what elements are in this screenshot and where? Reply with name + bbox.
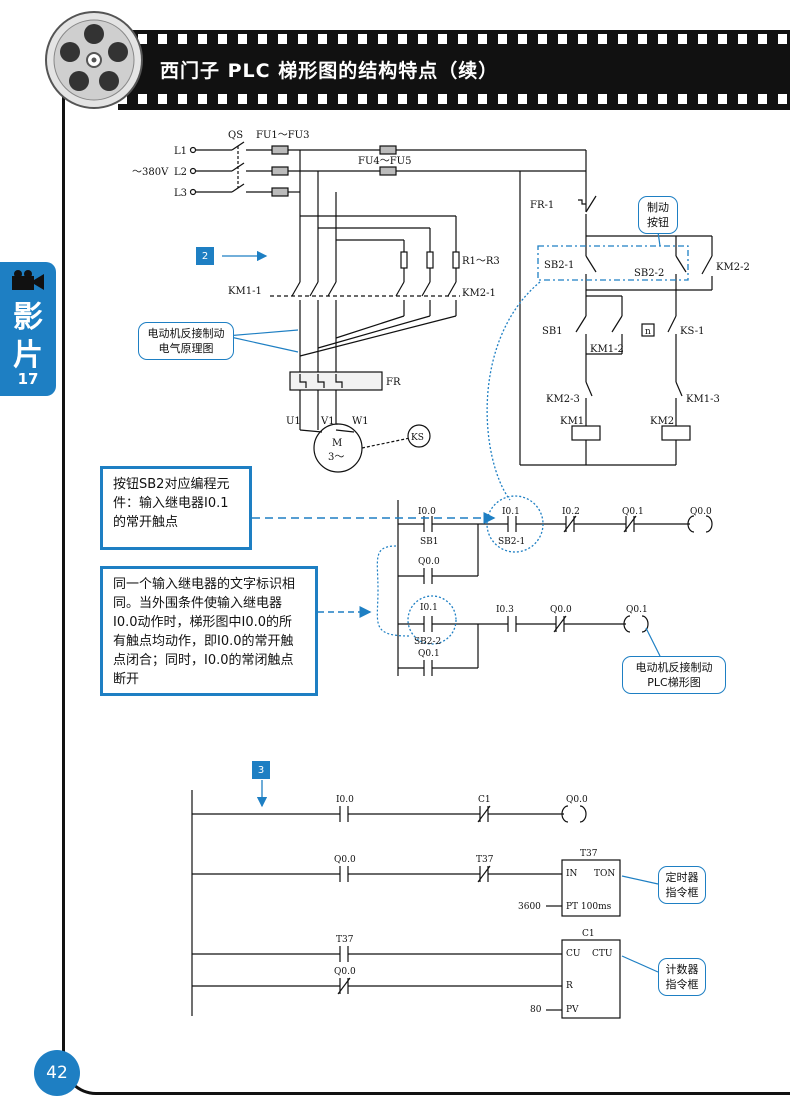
camera-icon bbox=[12, 270, 44, 290]
note-same-identifier: 同一个输入继电器的文字标识相同。当外围条件使输入继电器I0.0动作时，梯形图中I… bbox=[100, 566, 318, 696]
film-perforations-top bbox=[118, 34, 790, 44]
contact-label: KM1-1 bbox=[228, 286, 262, 297]
coil-label: KM1 bbox=[560, 416, 584, 427]
step-marker: 2 bbox=[196, 247, 214, 265]
page-frame bbox=[62, 92, 790, 1095]
counter-r-label: R bbox=[566, 981, 573, 991]
ladder-contact-label: T37 bbox=[336, 935, 354, 945]
schematic-callout: 电动机反接制动 电气原理图 bbox=[138, 322, 234, 360]
contact-label: KS-1 bbox=[680, 326, 704, 337]
page-number: 42 bbox=[34, 1050, 80, 1096]
timer-in-label: IN bbox=[566, 869, 578, 879]
ladder-contact-label: Q0.1 bbox=[418, 649, 440, 659]
timer-title: T37 bbox=[580, 849, 598, 859]
ladder-contact-label: I0.1 bbox=[420, 603, 438, 613]
film-reel-icon bbox=[45, 11, 143, 109]
side-tab-word: 片 bbox=[13, 338, 43, 373]
coil-label: KM2 bbox=[650, 416, 674, 427]
contact-label: KM1-3 bbox=[686, 394, 720, 405]
ladder-contact-label: Q0.0 bbox=[334, 967, 356, 977]
ladder-contact-label: Q0.1 bbox=[622, 507, 644, 517]
contact-label: KM2-3 bbox=[546, 394, 580, 405]
fuse-label: FU4～FU5 bbox=[358, 156, 411, 167]
motor-phase-label: 3～ bbox=[328, 452, 344, 463]
counter-ctu-label: CTU bbox=[592, 949, 613, 959]
counter-preset: 80 bbox=[530, 1005, 542, 1015]
ladder-contact-label: I0.3 bbox=[496, 605, 514, 615]
ladder-coil-label: Q0.0 bbox=[690, 507, 712, 517]
brake-button-callout: 制动 按钮 bbox=[638, 196, 678, 234]
ladder-coil-label: Q0.0 bbox=[566, 795, 588, 805]
contact-label: KM1-2 bbox=[590, 344, 624, 355]
line-label: L2 bbox=[174, 167, 187, 178]
ladder-diagram-1 bbox=[397, 500, 713, 676]
ladder-contact-label: Q0.0 bbox=[334, 855, 356, 865]
speed-relay-label: n bbox=[645, 327, 651, 337]
timer-pt-label: PT 100ms bbox=[566, 902, 612, 912]
side-tab-number: 17 bbox=[17, 370, 39, 388]
contact-label: SB2-1 bbox=[544, 260, 574, 271]
step-marker: 3 bbox=[252, 761, 270, 779]
timer-preset: 3600 bbox=[518, 902, 541, 912]
ladder-contact-label: Q0.0 bbox=[418, 557, 440, 567]
film-perforations-bottom bbox=[118, 94, 790, 104]
ladder-contact-label: I0.0 bbox=[418, 507, 436, 517]
resistor-label: R1～R3 bbox=[462, 256, 500, 267]
film-strip-header: 西门子 PLC 梯形图的结构特点（续） bbox=[118, 30, 790, 110]
ladder-contact-label: C1 bbox=[478, 795, 491, 805]
side-tab: 影 片 17 bbox=[0, 262, 56, 396]
motor-label: M bbox=[332, 438, 342, 449]
contact-label: SB1 bbox=[542, 326, 563, 337]
fuse-label: FU1～FU3 bbox=[256, 130, 309, 141]
fr-label: FR bbox=[386, 377, 401, 388]
counter-cu-label: CU bbox=[566, 949, 581, 959]
qs-label: QS bbox=[228, 130, 243, 141]
ladder-diagram-2 bbox=[191, 790, 621, 1019]
contact-label: FR-1 bbox=[530, 200, 554, 211]
ladder-contact-label: Q0.0 bbox=[550, 605, 572, 615]
timer-ton-label: TON bbox=[594, 869, 615, 879]
contact-label: SB2-2 bbox=[634, 268, 664, 279]
line-label: L1 bbox=[174, 146, 187, 157]
ladder-contact-label: SB1 bbox=[420, 537, 439, 547]
ladder-contact-label: I0.0 bbox=[336, 795, 354, 805]
page-title: 西门子 PLC 梯形图的结构特点（续） bbox=[160, 60, 499, 82]
terminal-label: U1 bbox=[286, 416, 301, 427]
voltage-label: ～380V bbox=[132, 167, 169, 178]
contact-label: KM2-2 bbox=[716, 262, 750, 273]
ladder-contact-label: SB2-2 bbox=[414, 637, 441, 647]
ks-label: KS bbox=[411, 433, 424, 443]
side-tab-word: 影 bbox=[13, 300, 43, 335]
counter-title: C1 bbox=[582, 929, 595, 939]
contact-label: KM2-1 bbox=[462, 288, 496, 299]
line-label: L3 bbox=[174, 188, 187, 199]
counter-pv-label: PV bbox=[566, 1005, 579, 1015]
ladder-contact-label: T37 bbox=[476, 855, 494, 865]
ladder-contact-label: I0.2 bbox=[562, 507, 580, 517]
note-sb2: 按钮SB2对应编程元件：输入继电器I0.1的常开触点 bbox=[100, 466, 252, 550]
ladder-contact-label: SB2-1 bbox=[498, 537, 525, 547]
timer-callout: 定时器 指令框 bbox=[658, 866, 706, 904]
terminal-label: W1 bbox=[352, 416, 369, 427]
ladder-coil-label: Q0.1 bbox=[626, 605, 648, 615]
terminal-label: V1 bbox=[320, 416, 335, 427]
ladder-callout: 电动机反接制动 PLC梯形图 bbox=[622, 656, 726, 694]
counter-callout: 计数器 指令框 bbox=[658, 958, 706, 996]
ladder-contact-label: I0.1 bbox=[502, 507, 520, 517]
power-circuit bbox=[189, 141, 713, 473]
